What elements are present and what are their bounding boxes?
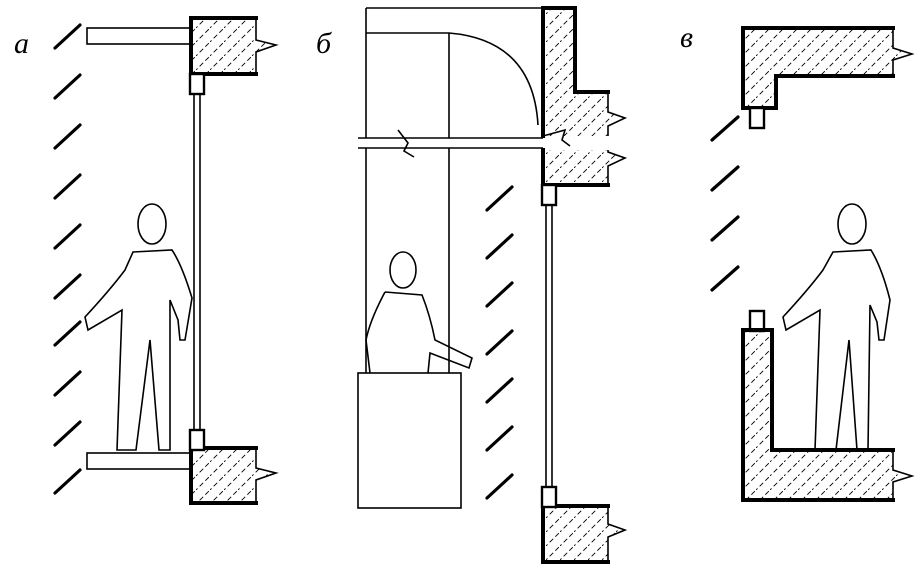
panel-a-top-frame xyxy=(188,72,206,96)
panel-b-bottom-slab xyxy=(541,504,628,564)
panel-v-person xyxy=(782,203,891,451)
panel-b: б xyxy=(316,6,628,564)
panel-b-upper-slab xyxy=(541,6,628,147)
panel-v-top-frame xyxy=(748,106,766,130)
panel-a-top-lintel xyxy=(86,27,192,45)
panel-b-exterior-hatch xyxy=(485,185,514,500)
panel-b-bottom-frame xyxy=(540,485,558,509)
panel-b-top-frame xyxy=(540,183,558,207)
panel-v-exterior-hatch xyxy=(710,115,740,292)
panel-b-upper-frame xyxy=(358,7,543,158)
panel-b-box xyxy=(357,372,462,509)
panel-v-label: в xyxy=(680,21,693,54)
panel-v: в xyxy=(680,21,915,502)
panel-b-label: б xyxy=(316,27,332,60)
panel-a-person xyxy=(84,203,193,451)
panel-a-bottom-frame xyxy=(188,428,206,452)
panel-b-middle-slab xyxy=(541,148,628,187)
panel-a-bottom-slab xyxy=(189,446,279,505)
panel-a-top-slab xyxy=(189,16,279,76)
panel-a-bottom-sill xyxy=(86,452,192,470)
panel-a: а xyxy=(14,16,279,505)
panel-b-lower-frame xyxy=(365,148,450,373)
panel-b-person xyxy=(365,251,473,374)
panel-a-label: а xyxy=(14,27,29,60)
panel-v-top-slab xyxy=(741,26,915,110)
panel-a-exterior-hatch xyxy=(53,23,82,495)
panel-v-floor-slab xyxy=(741,328,915,502)
